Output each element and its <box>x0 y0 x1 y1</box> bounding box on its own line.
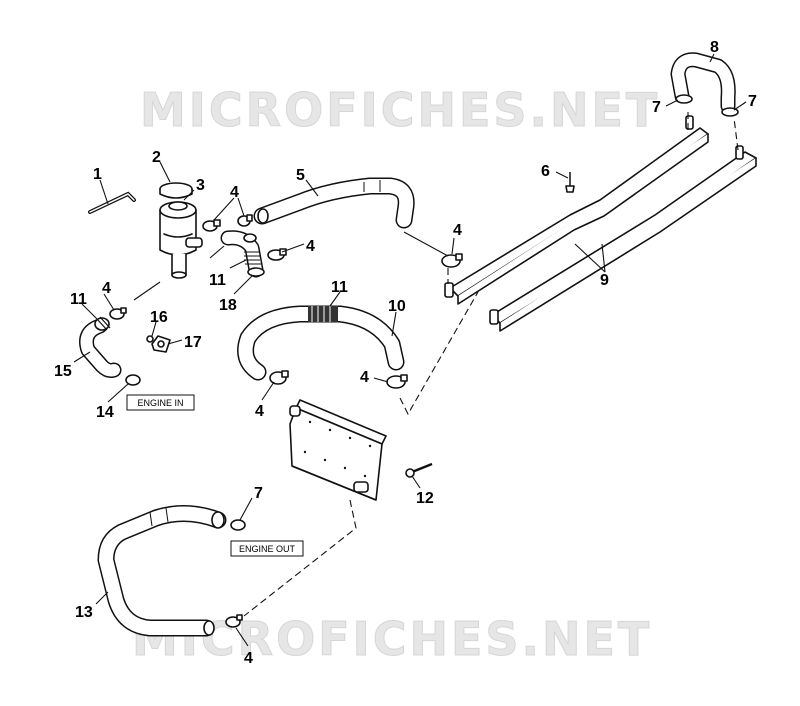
callout-17: 17 <box>184 334 202 351</box>
callout-13: 13 <box>75 604 93 621</box>
callout-7a: 7 <box>652 99 661 116</box>
callout-2: 2 <box>152 149 161 166</box>
callout-8: 8 <box>710 39 719 56</box>
callout-11c: 11 <box>70 291 87 308</box>
center-hose-part-10 <box>237 305 405 381</box>
callout-3: 3 <box>196 177 205 194</box>
callout-4f: 4 <box>255 403 264 420</box>
callout-numbers: 1 2 3 4 4 4 4 4 4 4 5 6 7 7 7 8 9 10 11 … <box>54 39 757 667</box>
hose-clamp-4a <box>202 219 221 232</box>
screw-part-6 <box>565 172 575 193</box>
u-hose-part-8 <box>670 52 736 114</box>
engine-in-label: ENGINE IN <box>137 398 183 408</box>
radiator-rail-part-9 <box>444 115 757 332</box>
bracket-part-17 <box>151 335 171 353</box>
hose-clamp-4e <box>269 370 289 385</box>
callout-16: 16 <box>150 309 168 326</box>
bolt-part-12 <box>405 462 433 478</box>
hose-clamp-4f <box>386 374 408 389</box>
hex-key-part-1 <box>88 191 136 214</box>
callout-14: 14 <box>96 404 114 421</box>
engine-out-label: ENGINE OUT <box>239 544 296 554</box>
callout-4g: 4 <box>244 650 253 667</box>
hose-part-11-18 <box>220 230 265 278</box>
routing-dashed-line <box>399 291 479 416</box>
hose-clamp-4h <box>225 614 243 628</box>
callout-6: 6 <box>541 163 550 180</box>
engine-out-box: ENGINE OUT <box>230 540 304 557</box>
callout-4b: 4 <box>306 238 315 255</box>
callout-12: 12 <box>416 490 434 507</box>
hose-clamp-7a <box>675 94 693 104</box>
callout-18: 18 <box>219 297 237 314</box>
lower-hose-part-13 <box>97 504 227 637</box>
washer-part-16 <box>146 335 154 343</box>
callout-7c: 7 <box>254 485 263 502</box>
upper-hose-part-5 <box>253 177 415 229</box>
hose-clamp-4g <box>109 307 127 320</box>
callout-4e: 4 <box>360 369 369 386</box>
surge-tank-part-3 <box>159 201 203 279</box>
callout-4c: 4 <box>453 222 462 239</box>
callout-4d: 4 <box>102 280 111 297</box>
hose-clamp-4b <box>237 214 253 227</box>
callout-9: 9 <box>600 272 609 289</box>
callout-10: 10 <box>388 298 406 315</box>
routing-dashed-line-8b <box>733 117 739 151</box>
lower-left-hose-part-15 <box>79 316 122 378</box>
callout-11b: 11 <box>331 279 348 296</box>
hose-clamp-part-14 <box>125 374 141 386</box>
hose-clamp-4c <box>267 248 287 261</box>
leader-lines <box>73 53 747 647</box>
watermark-top: MICROFICHES.NET <box>140 83 660 137</box>
callout-11a: 11 <box>209 272 226 289</box>
heat-exchanger <box>289 399 387 501</box>
hose-clamp-7c <box>230 519 246 531</box>
callout-15: 15 <box>54 363 72 380</box>
routing-dashed-line-lower <box>243 499 357 617</box>
callout-5: 5 <box>296 167 305 184</box>
callout-7b: 7 <box>748 93 757 110</box>
radiator-cap-part-2 <box>159 182 193 199</box>
watermark-bottom: MICROFICHES.NET <box>132 612 652 666</box>
callout-4a: 4 <box>230 184 239 201</box>
callout-1: 1 <box>93 166 102 183</box>
hose-clamp-4d <box>441 253 463 268</box>
engine-in-box: ENGINE IN <box>126 394 195 411</box>
